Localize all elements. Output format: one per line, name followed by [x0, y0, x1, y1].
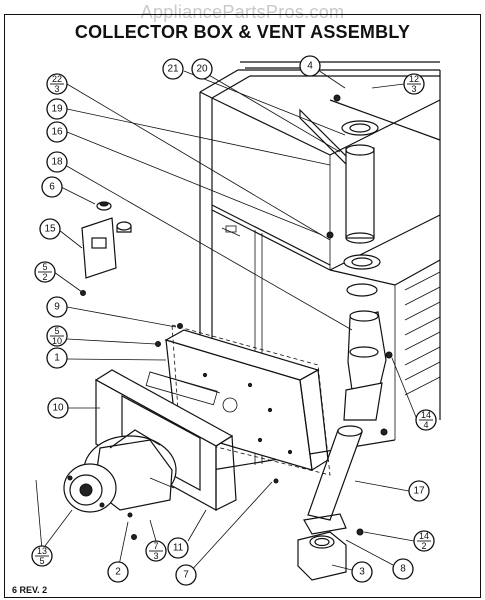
- drain-tee: [297, 513, 364, 581]
- callout-14-2: 14 2: [413, 530, 435, 552]
- watermark: AppliancePartsPros.com: [140, 2, 345, 22]
- callout-7-3-bottom: 3: [153, 551, 158, 561]
- callout-17-label: 17: [413, 486, 425, 497]
- callout-21: 21: [162, 58, 184, 80]
- callout-19-label: 19: [51, 104, 63, 115]
- callout-13-5-bottom: 5: [39, 556, 44, 566]
- callout-13-5: 13 5: [31, 545, 53, 567]
- callout-7-label: 7: [183, 570, 189, 581]
- callout-7-3: 7 3: [145, 540, 167, 562]
- callout-6-label: 6: [49, 182, 55, 193]
- callout-8: 8: [392, 558, 414, 580]
- callout-10: 10: [47, 397, 69, 419]
- callout-19: 19: [46, 98, 68, 120]
- callout-18: 18: [46, 151, 68, 173]
- callout-8-label: 8: [400, 564, 406, 575]
- callout-3: 3: [351, 561, 373, 583]
- callout-5-2-top: 5: [42, 262, 47, 272]
- callout-1: 1: [46, 347, 68, 369]
- callout-1-label: 1: [54, 353, 60, 364]
- callout-9-label: 9: [54, 302, 60, 313]
- callout-9: 9: [46, 296, 68, 318]
- callout-15-label: 15: [44, 224, 56, 235]
- callout-13-5-top: 13: [37, 546, 47, 556]
- callout-2: 2: [107, 561, 129, 583]
- upper-vent-pipe: [326, 94, 381, 297]
- callout-20-label: 20: [196, 64, 208, 75]
- callout-6: 6: [41, 176, 63, 198]
- inducer-blower: [63, 429, 177, 518]
- callout-18-label: 18: [51, 157, 63, 168]
- callout-5-10: 5 10: [46, 325, 68, 347]
- callout-3-label: 3: [359, 567, 365, 578]
- callout-5-2-bottom: 2: [42, 272, 47, 282]
- callout-12-3-top: 12: [409, 74, 419, 84]
- callout-7-3-top: 7: [153, 541, 158, 551]
- lower-vent-pipe: [307, 310, 393, 521]
- callout-14-2-top: 14: [419, 531, 429, 541]
- diagram-frame: [4, 14, 481, 598]
- callout-5-10-top: 5: [54, 326, 59, 336]
- callout-14-4-top: 14: [421, 410, 431, 420]
- callout-12-3-bottom: 3: [411, 84, 416, 94]
- callout-22-3-top: 22: [52, 74, 62, 84]
- callout-4-label: 4: [307, 61, 313, 72]
- furnace-cabinet: [199, 61, 441, 471]
- callout-11-label: 11: [173, 543, 184, 554]
- callout-12-3: 12 3: [403, 73, 425, 95]
- revision-note: 6 REV. 2: [12, 585, 48, 595]
- callout-4: 4: [299, 55, 321, 77]
- callout-2-label: 2: [115, 567, 121, 578]
- pressure-switch-bracket: [80, 201, 279, 540]
- callout-7: 7: [175, 564, 197, 586]
- callout-14-2-bottom: 2: [421, 541, 426, 551]
- callout-16-label: 16: [51, 127, 63, 138]
- callout-17: 17: [408, 480, 430, 502]
- callout-15: 15: [39, 218, 61, 240]
- callout-5-2: 5 2: [34, 261, 56, 283]
- callout-14-4: 14 4: [415, 409, 437, 431]
- callout-22-3-bottom: 3: [54, 84, 59, 94]
- callout-22-3: 22 3: [46, 73, 68, 95]
- callout-20: 20: [191, 58, 213, 80]
- callout-16: 16: [46, 121, 68, 143]
- callout-10-label: 10: [52, 403, 64, 414]
- callout-21-label: 21: [167, 64, 179, 75]
- callout-11: 11: [167, 537, 189, 559]
- diagram-title: COLLECTOR BOX & VENT ASSEMBLY: [74, 22, 411, 42]
- gasket-outline: [171, 324, 331, 476]
- callout-14-4-bottom: 4: [423, 420, 428, 430]
- callout-5-10-bottom: 10: [52, 336, 62, 346]
